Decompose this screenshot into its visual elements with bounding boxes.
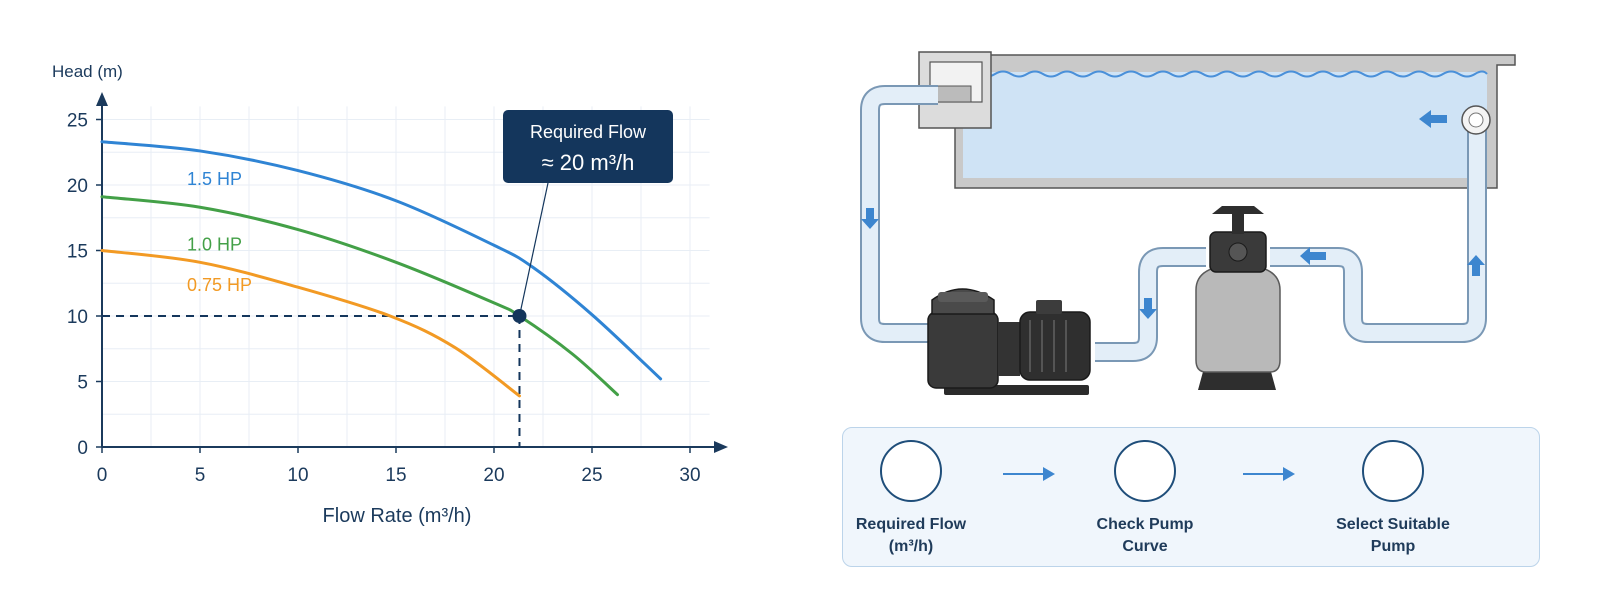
step-label-line2: Pump — [1370, 538, 1416, 555]
step-label: Required Flow (m³/h) — [831, 514, 991, 558]
x-tick-label: 30 — [679, 465, 700, 486]
pump-curve-icon-frame — [1114, 440, 1176, 502]
step-arrow-icon — [1003, 467, 1055, 481]
selection-steps-panel: Required Flow (m³/h) Check Pump Curve Se… — [842, 427, 1540, 567]
flow-arrows — [861, 110, 1485, 319]
x-tick-label: 10 — [287, 465, 308, 486]
x-tick-label: 20 — [483, 465, 504, 486]
chart-ticks: 0 5 10 15 20 25 30 0 5 10 15 20 25 — [67, 111, 701, 487]
step-required-flow: Required Flow (m³/h) — [831, 440, 991, 558]
flow-arrow-down-icon — [1139, 298, 1157, 319]
x-tick-label: 25 — [581, 465, 602, 486]
x-tick-label: 5 — [195, 465, 206, 486]
sand-filter — [1195, 206, 1281, 390]
series-label: 1.0 HP — [187, 235, 242, 255]
step-label: Check Pump Curve — [1065, 514, 1225, 558]
series-label: 0.75 HP — [187, 275, 252, 295]
step-label: Select Suitable Pump — [1313, 514, 1473, 558]
y-tick-label: 10 — [67, 307, 88, 328]
chart-series: 1.5 HP 1.0 HP 0.75 HP — [100, 140, 663, 447]
required-flow-callout: Required Flow ≈ 20 m³/h — [503, 110, 673, 183]
step-label-line1: Required Flow — [855, 516, 967, 533]
series-line — [100, 195, 619, 397]
flow-arrow-up-icon — [1467, 255, 1485, 276]
step-label-line1: Check Pump — [1096, 516, 1194, 533]
pump-icon-frame — [1362, 440, 1424, 502]
step-select-pump: Select Suitable Pump — [1313, 440, 1473, 558]
series-line — [100, 249, 521, 398]
pool-pump — [927, 288, 1091, 395]
x-axis-label: Flow Rate (m³/h) — [323, 505, 472, 527]
y-tick-label: 0 — [77, 438, 88, 459]
water-surface — [962, 70, 1488, 78]
series-label: 1.5 HP — [187, 169, 242, 189]
y-tick-label: 15 — [67, 242, 88, 263]
x-tick-label: 0 — [97, 465, 108, 486]
flow-arrow-down-icon — [861, 208, 879, 229]
flow-arrow-left-icon — [1419, 110, 1447, 128]
x-axis-arrow — [714, 441, 728, 453]
x-tick-label: 15 — [385, 465, 406, 486]
pump-curve-chart: 0 5 10 15 20 25 30 0 5 10 15 20 25 1.5 HP 1.0 HP 0.75 … — [52, 62, 728, 527]
step-label-line2: Curve — [1122, 538, 1168, 555]
step-check-curve: Check Pump Curve — [1065, 440, 1225, 558]
callout-title: Required Flow — [530, 122, 647, 142]
callout-box — [503, 110, 673, 183]
y-tick-label: 5 — [77, 373, 88, 394]
callout-value: ≈ 20 m³/h — [542, 150, 635, 175]
step-label-line2: (m³/h) — [888, 538, 934, 555]
y-tick-label: 25 — [67, 111, 88, 132]
chart-axes — [96, 92, 728, 453]
y-axis-arrow — [96, 92, 108, 106]
water-drop-icon-frame — [880, 440, 942, 502]
y-axis-label: Head (m) — [52, 62, 123, 81]
series-line — [100, 140, 663, 381]
callout-pointer — [518, 182, 549, 317]
y-tick-label: 20 — [67, 176, 88, 197]
flow-arrow-left-icon — [1300, 247, 1326, 265]
step-arrow-icon — [1243, 467, 1295, 481]
operating-point — [512, 309, 527, 323]
pool-water — [963, 72, 1487, 178]
step-label-line1: Select Suitable — [1336, 516, 1450, 533]
return-inlet — [1461, 105, 1491, 135]
